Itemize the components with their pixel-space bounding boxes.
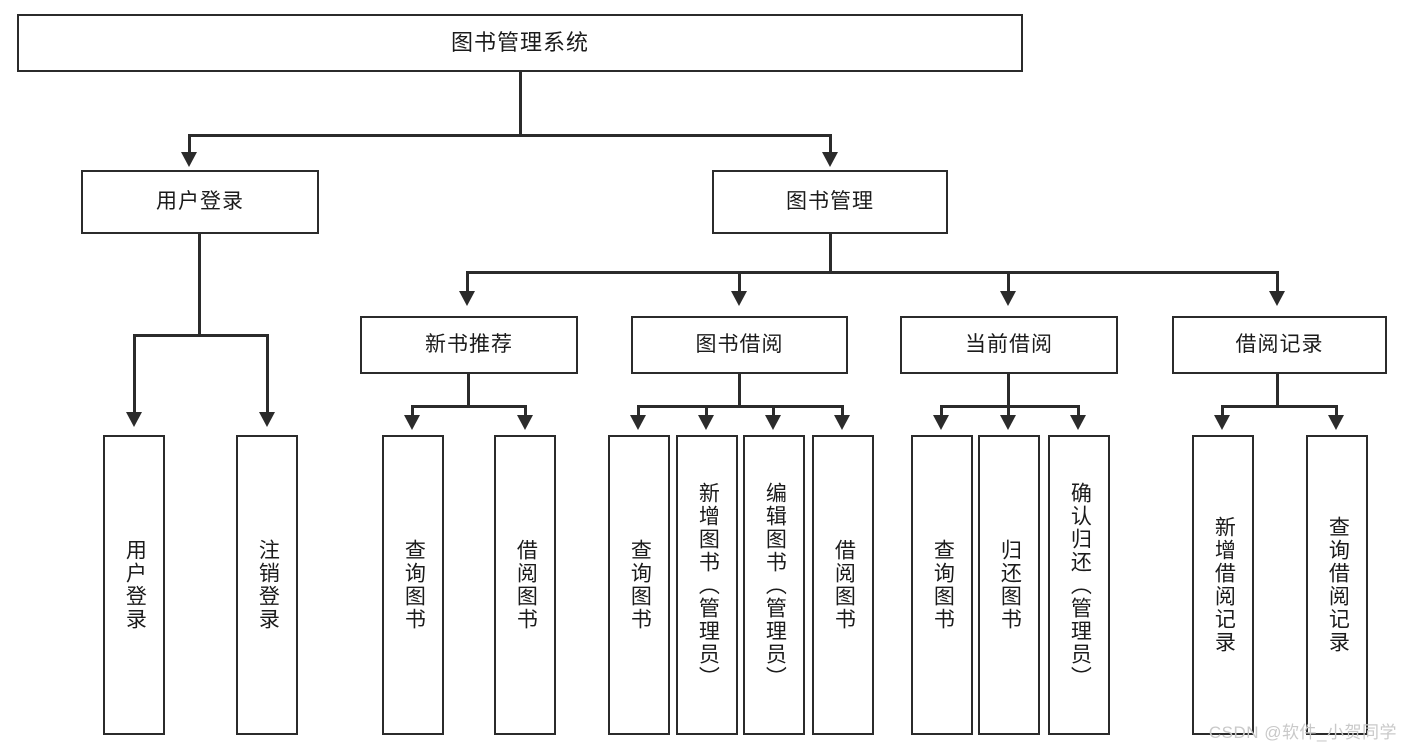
node-borrow-record[interactable]: 借阅记录: [1172, 316, 1387, 374]
node-label: 新增借阅记录: [1212, 516, 1236, 654]
connector-book-mgmt-drop-1: [466, 271, 469, 293]
connector-book-borrow-drop-2: [705, 405, 708, 417]
arrowhead-leaf-borrow-book-1: [517, 415, 533, 430]
leaf-query-book-recommend[interactable]: 查询图书: [382, 435, 444, 735]
connector-new-book-drop-2: [524, 405, 527, 417]
arrowhead-leaf-query-book-3: [933, 415, 949, 430]
node-label: 新书推荐: [425, 332, 513, 356]
node-label: 图书借阅: [695, 332, 784, 356]
arrowhead-borrow-record: [1269, 291, 1285, 306]
arrowhead-leaf-return-book: [1000, 415, 1016, 430]
node-label: 编辑图书（管理员）: [763, 481, 787, 689]
node-book-management[interactable]: 图书管理: [712, 170, 948, 234]
leaf-borrow-book[interactable]: 借阅图书: [812, 435, 874, 735]
node-label: 查询借阅记录: [1326, 516, 1350, 654]
connector-user-login-drop-2: [266, 334, 269, 414]
node-label: 确认归还（管理员）: [1068, 481, 1092, 689]
leaf-query-book-borrow[interactable]: 查询图书: [608, 435, 670, 735]
leaf-return-book[interactable]: 归还图书: [978, 435, 1040, 735]
connector-new-book-drop-1: [411, 405, 414, 417]
node-label: 查询图书: [931, 539, 955, 631]
connector-book-mgmt-drop-4: [1276, 271, 1279, 293]
connector-book-borrow-drop-1: [637, 405, 640, 417]
arrowhead-leaf-user-login: [126, 412, 142, 427]
connector-current-borrow-drop-1: [940, 405, 943, 417]
connector-root-to-book-mgmt: [829, 134, 832, 154]
leaf-logout[interactable]: 注销登录: [236, 435, 298, 735]
node-label: 查询图书: [402, 539, 426, 631]
leaf-query-book-current[interactable]: 查询图书: [911, 435, 973, 735]
arrowhead-leaf-add-book: [698, 415, 714, 430]
connector-book-mgmt-stem: [829, 234, 832, 272]
node-label: 新增图书（管理员）: [696, 481, 720, 689]
connector-book-borrow-drop-3: [772, 405, 775, 417]
arrowhead-user-login: [181, 152, 197, 167]
csdn-watermark: CSDN @软件_小贺同学: [1208, 723, 1397, 742]
connector-borrow-record-stem: [1276, 374, 1279, 406]
connector-user-login-stem: [198, 234, 201, 335]
connector-book-mgmt-bus: [466, 271, 1279, 274]
connector-new-book-stem: [467, 374, 470, 406]
connector-root-bus: [188, 134, 832, 137]
leaf-add-borrow-record[interactable]: 新增借阅记录: [1192, 435, 1254, 735]
node-label: 当前借阅: [965, 332, 1053, 356]
arrowhead-book-borrow: [731, 291, 747, 306]
node-label: 借阅图书: [514, 539, 538, 631]
arrowhead-leaf-edit-book: [765, 415, 781, 430]
arrowhead-new-book: [459, 291, 475, 306]
leaf-query-borrow-record[interactable]: 查询借阅记录: [1306, 435, 1368, 735]
leaf-edit-book-admin[interactable]: 编辑图书（管理员）: [743, 435, 805, 735]
node-label: 用户登录: [156, 189, 244, 213]
node-user-login[interactable]: 用户登录: [81, 170, 319, 234]
node-label: 图书管理: [786, 189, 874, 213]
connector-current-borrow-drop-3: [1077, 405, 1080, 417]
connector-user-login-bus: [133, 334, 269, 337]
node-label: 注销登录: [256, 539, 280, 631]
node-label: 借阅图书: [832, 539, 856, 631]
connector-borrow-record-drop-2: [1335, 405, 1338, 417]
node-current-borrow[interactable]: 当前借阅: [900, 316, 1118, 374]
connector-book-borrow-stem: [738, 374, 741, 406]
leaf-user-login[interactable]: 用户登录: [103, 435, 165, 735]
connector-book-borrow-bus: [637, 405, 844, 408]
connector-current-borrow-drop-2: [1007, 405, 1010, 417]
leaf-confirm-return-admin[interactable]: 确认归还（管理员）: [1048, 435, 1110, 735]
connector-borrow-record-drop-1: [1221, 405, 1224, 417]
arrowhead-leaf-query-book-1: [404, 415, 420, 430]
arrowhead-leaf-add-record: [1214, 415, 1230, 430]
leaf-borrow-book-recommend[interactable]: 借阅图书: [494, 435, 556, 735]
node-label: 借阅记录: [1235, 332, 1324, 356]
node-label: 查询图书: [628, 539, 652, 631]
connector-new-book-bus: [411, 405, 527, 408]
node-label: 用户登录: [123, 539, 147, 631]
connector-current-borrow-stem: [1007, 374, 1010, 406]
arrowhead-leaf-query-record: [1328, 415, 1344, 430]
connector-root-to-user-login: [188, 134, 191, 154]
arrowhead-leaf-query-book-2: [630, 415, 646, 430]
node-label: 归还图书: [998, 539, 1022, 631]
connector-current-borrow-bus: [940, 405, 1080, 408]
node-root-system[interactable]: 图书管理系统: [17, 14, 1023, 72]
node-book-borrow[interactable]: 图书借阅: [631, 316, 848, 374]
connector-user-login-drop-1: [133, 334, 136, 414]
arrowhead-leaf-logout: [259, 412, 275, 427]
connector-book-mgmt-drop-3: [1007, 271, 1010, 293]
arrowhead-current-borrow: [1000, 291, 1016, 306]
connector-book-mgmt-drop-2: [738, 271, 741, 293]
leaf-add-book-admin[interactable]: 新增图书（管理员）: [676, 435, 738, 735]
node-new-book-recommend[interactable]: 新书推荐: [360, 316, 578, 374]
connector-root-stem: [519, 72, 522, 135]
arrowhead-leaf-borrow-book-2: [834, 415, 850, 430]
connector-book-borrow-drop-4: [841, 405, 844, 417]
connector-borrow-record-bus: [1221, 405, 1338, 408]
node-label: 图书管理系统: [450, 30, 589, 56]
arrowhead-book-mgmt: [822, 152, 838, 167]
arrowhead-leaf-confirm-return: [1070, 415, 1086, 430]
